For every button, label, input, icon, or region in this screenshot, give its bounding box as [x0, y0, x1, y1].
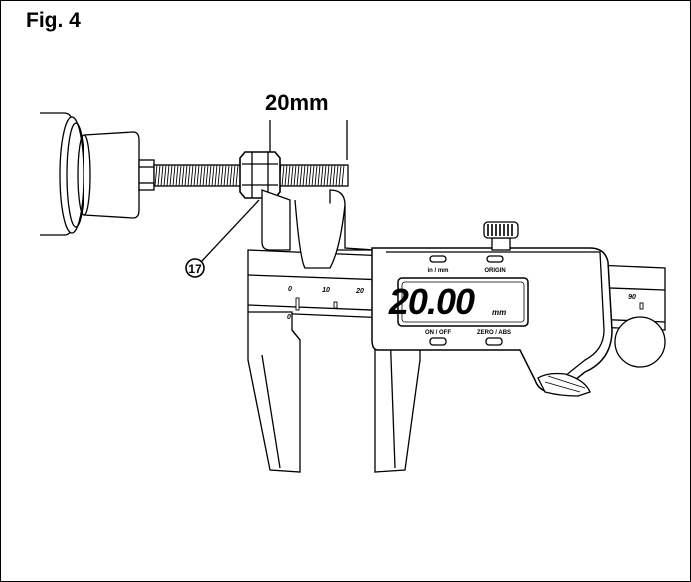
fixed-jaw: [247, 189, 301, 473]
display-reading: 20.00: [388, 281, 475, 322]
inmm-label: in / mm: [427, 268, 448, 274]
origin-button[interactable]: [486, 255, 504, 263]
inmm-button[interactable]: [429, 255, 447, 263]
zeroabs-label: ZERO / ABS: [477, 330, 511, 336]
figure-title: Fig. 4: [26, 9, 81, 32]
scale-label-0: 0: [288, 286, 292, 293]
callout-number: 17: [188, 262, 202, 276]
callout-circle: [185, 258, 205, 278]
display-unit: mm: [492, 308, 506, 317]
origin-label: ORIGIN: [484, 268, 505, 274]
zeroabs-button[interactable]: [485, 337, 503, 346]
dimension-label: 20mm: [265, 90, 329, 115]
lcd-display: [397, 277, 529, 327]
scale-ticks: [295, 297, 644, 311]
scale-label-10: 10: [322, 287, 330, 294]
vernier-label-0: 0: [287, 314, 291, 321]
scale-label-90: 90: [628, 294, 636, 301]
onoff-button[interactable]: [429, 337, 447, 346]
wheel-hub: [40, 112, 155, 236]
scale-label-20: 20: [355, 288, 364, 295]
onoff-label: ON / OFF: [425, 330, 451, 336]
callout-leader: [200, 199, 260, 263]
hex-nut: [239, 151, 281, 199]
sliding-jaw: [294, 189, 421, 473]
